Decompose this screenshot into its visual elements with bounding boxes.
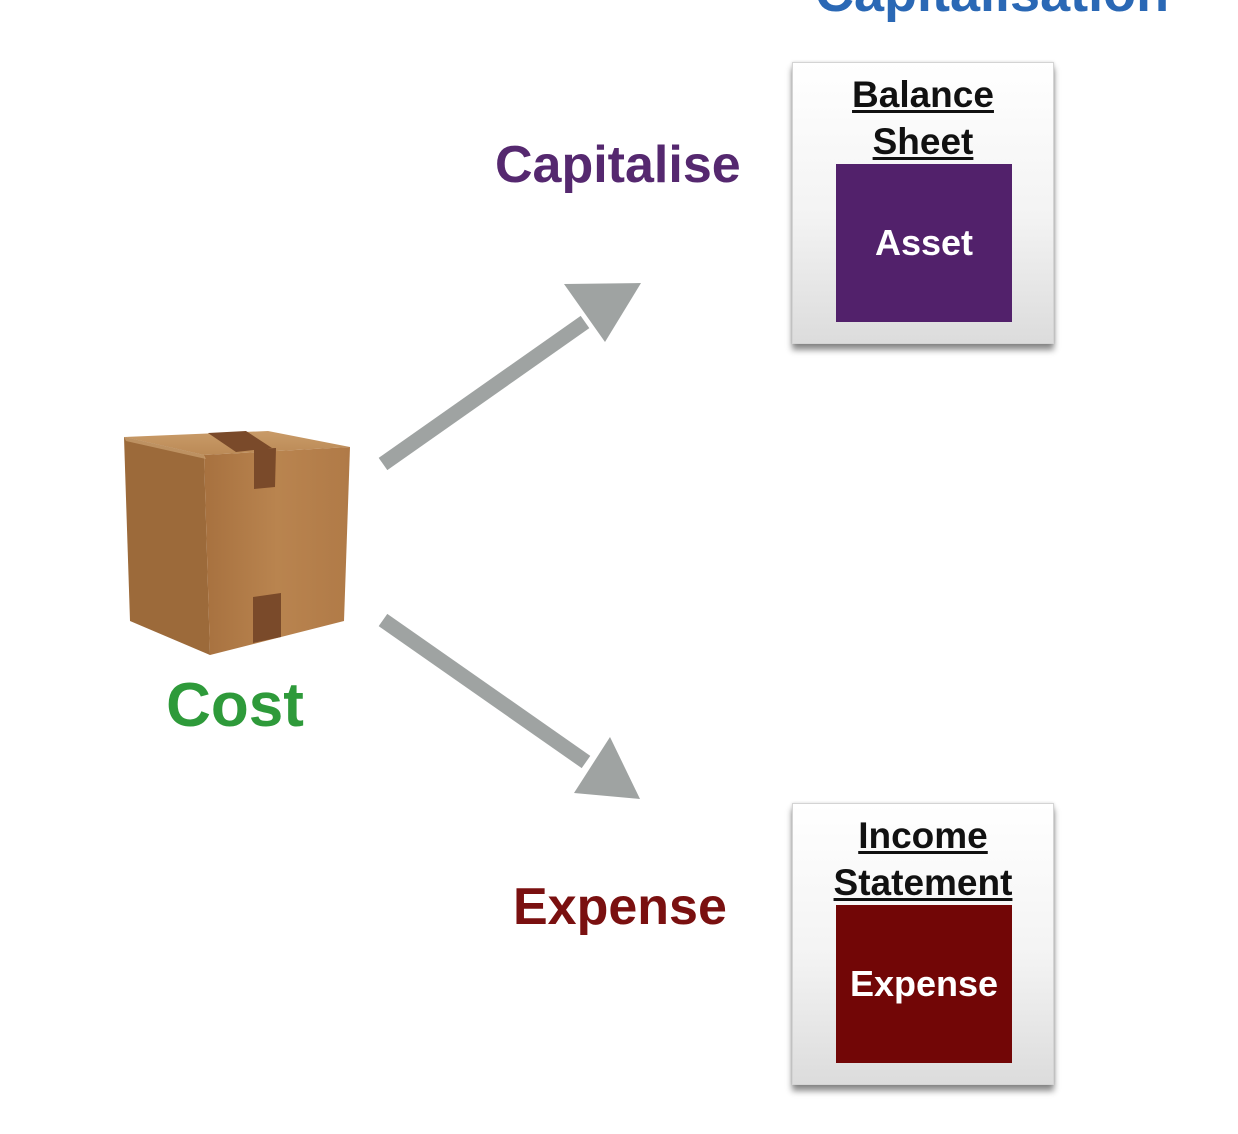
income-statement-card: Income Statement Expense <box>792 803 1054 1085</box>
expense-arrow <box>383 620 640 799</box>
balance-sheet-title-line1: Balance <box>793 71 1053 118</box>
balance-sheet-title-line2: Sheet <box>793 118 1053 165</box>
expense-block: Expense <box>836 905 1012 1063</box>
balance-sheet-title: Balance Sheet <box>793 71 1053 165</box>
expense-label: Expense <box>513 877 727 937</box>
capitalise-arrow <box>383 283 641 464</box>
asset-block: Asset <box>836 164 1012 322</box>
income-statement-title: Income Statement <box>793 812 1053 906</box>
income-statement-title-line2: Statement <box>793 859 1053 906</box>
balance-sheet-card: Balance Sheet Asset <box>792 62 1054 344</box>
income-statement-title-line1: Income <box>793 812 1053 859</box>
capitalise-label: Capitalise <box>495 135 741 195</box>
